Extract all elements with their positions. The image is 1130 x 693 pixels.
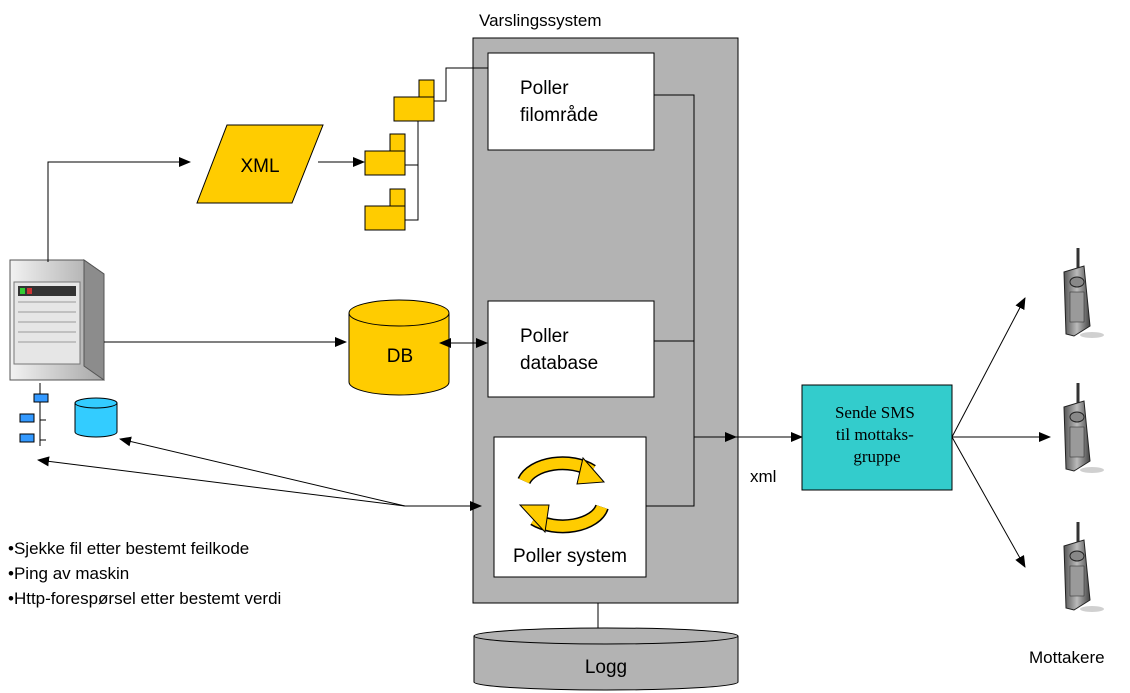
xml-link-label: xml bbox=[750, 467, 776, 486]
xml-parallelogram bbox=[196, 124, 324, 204]
poller-db-box bbox=[487, 300, 655, 398]
small-folder-tree-icon bbox=[19, 383, 49, 446]
refresh-cycle-icon bbox=[517, 456, 609, 534]
db-cylinder bbox=[348, 299, 450, 396]
poller-db-line2: database bbox=[520, 353, 598, 374]
folder-icon bbox=[364, 133, 406, 176]
system-title: Varslingssystem bbox=[479, 11, 602, 30]
sms-line2: til mottaks- bbox=[836, 425, 914, 444]
logg-label: Logg bbox=[585, 657, 627, 678]
xml-shape-label: XML bbox=[240, 156, 279, 177]
phone-icon bbox=[1063, 383, 1104, 473]
checks-list-item: •Http-forespørsel etter bestemt verdi bbox=[8, 589, 281, 608]
sms-to-receivers-arrows bbox=[951, 297, 1051, 568]
folder-tree-lines bbox=[405, 67, 488, 221]
checks-list-item: •Sjekke fil etter bestemt feilkode bbox=[8, 539, 249, 558]
checks-list: •Sjekke fil etter bestemt feilkode •Ping… bbox=[8, 539, 281, 608]
sms-box bbox=[801, 384, 953, 491]
poller-system-label: Poller system bbox=[513, 546, 627, 567]
folder-icon bbox=[393, 79, 435, 122]
poller-file-label: Poller filområde bbox=[520, 78, 598, 126]
db-label: DB bbox=[387, 346, 413, 367]
poller-db-line1: Poller bbox=[520, 326, 569, 347]
phone-icon bbox=[1063, 248, 1104, 338]
poller-system-checks-arrows bbox=[37, 436, 482, 511]
poller-db-label: Poller database bbox=[520, 326, 598, 374]
sms-label: Sende SMS til mottaks- gruppe bbox=[835, 403, 919, 466]
sms-line1: Sende SMS bbox=[835, 403, 915, 422]
poller-file-box bbox=[487, 52, 655, 151]
phone-icon bbox=[1063, 522, 1104, 612]
sms-line3: gruppe bbox=[853, 447, 900, 466]
poller-output-lines bbox=[646, 94, 803, 507]
checks-list-item: •Ping av maskin bbox=[8, 564, 129, 583]
poller-file-line1: Poller bbox=[520, 78, 569, 99]
receivers-label: Mottakere bbox=[1029, 648, 1105, 667]
small-db-icon bbox=[74, 397, 118, 438]
folder-icon bbox=[364, 188, 406, 231]
server-icon bbox=[9, 259, 105, 381]
logg-cylinder bbox=[473, 603, 739, 691]
poller-file-line2: filområde bbox=[520, 105, 598, 126]
server-to-xml-arrow bbox=[47, 157, 191, 262]
